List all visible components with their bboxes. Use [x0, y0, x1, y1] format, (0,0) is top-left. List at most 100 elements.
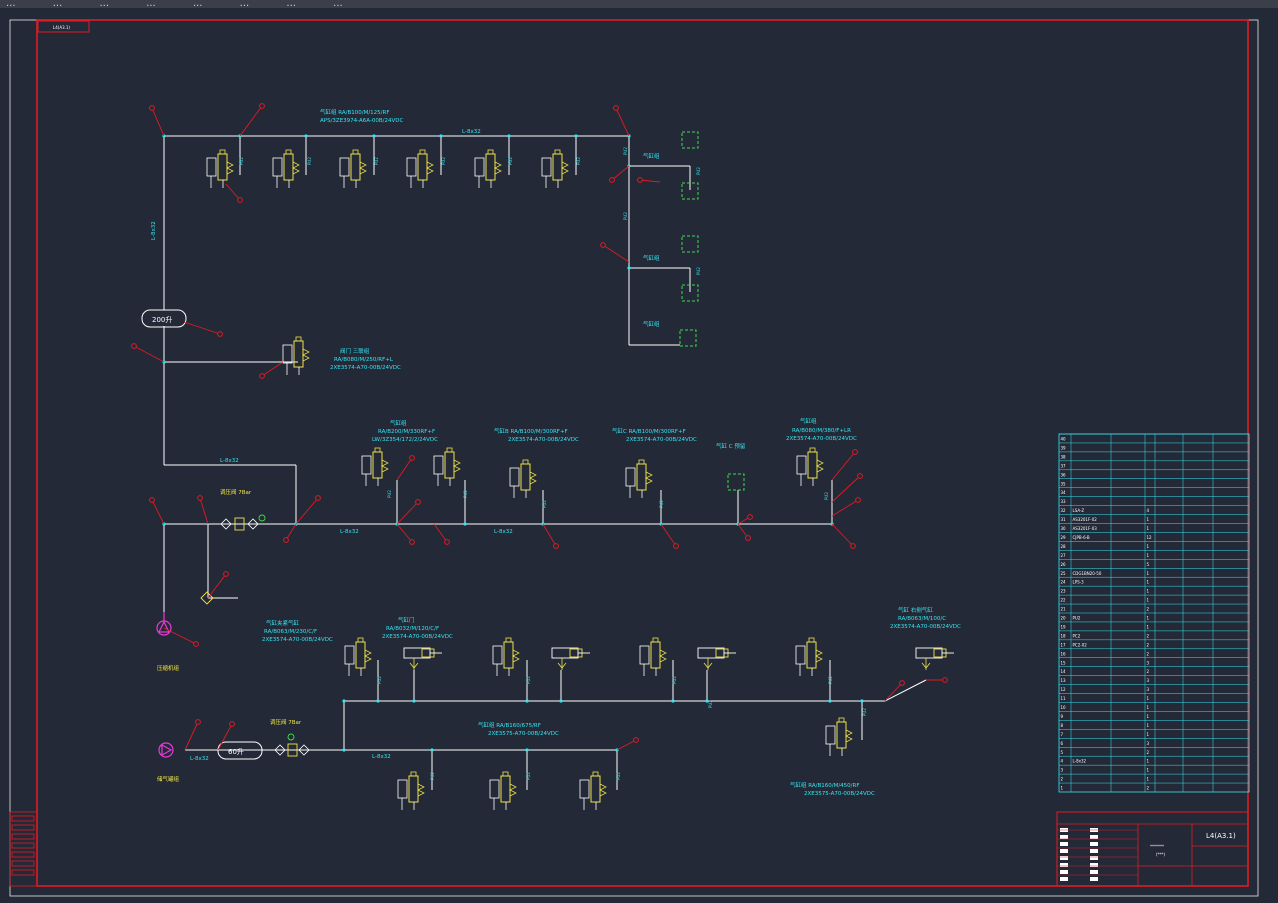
- callout-3[interactable]: [613, 105, 630, 137]
- drain-filter[interactable]: [200, 591, 214, 605]
- low-valve-2[interactable]: [492, 637, 520, 676]
- sensor-box-1[interactable]: [681, 131, 699, 149]
- menu-item-7[interactable]: ...: [286, 0, 296, 8]
- low-valve-3[interactable]: [639, 637, 667, 676]
- bom-cell: 37: [1061, 463, 1067, 468]
- top-valve-6[interactable]: [541, 149, 569, 188]
- menu-item-8[interactable]: ...: [333, 0, 343, 8]
- bottom-valve-4[interactable]: [825, 717, 853, 756]
- top-valve-3[interactable]: [339, 149, 367, 188]
- bom-cell: 1: [1147, 759, 1150, 764]
- callout-22[interactable]: [149, 497, 165, 525]
- bom-cell: 39: [1061, 445, 1067, 450]
- top-valve-1[interactable]: [206, 149, 234, 188]
- cylinder-4[interactable]: [915, 647, 954, 670]
- bottom-valve-2[interactable]: [489, 771, 517, 810]
- cylinder-3[interactable]: [697, 647, 736, 670]
- callout-13[interactable]: [433, 523, 450, 545]
- callout-26[interactable]: [207, 571, 229, 599]
- bom-cell: 6: [1061, 741, 1064, 746]
- callout-8[interactable]: [131, 343, 165, 363]
- bom-cell: 2: [1147, 607, 1150, 612]
- callout-23[interactable]: [197, 495, 209, 525]
- compressor-icon[interactable]: [156, 612, 172, 636]
- callout-9[interactable]: [259, 361, 284, 379]
- callout-1[interactable]: [149, 105, 165, 137]
- low-valve-1[interactable]: [344, 637, 372, 676]
- callout-28[interactable]: [184, 719, 201, 751]
- sensor-box-3[interactable]: [681, 235, 699, 253]
- callout-21[interactable]: [831, 523, 856, 549]
- tank-200l-label: 200升: [152, 315, 172, 324]
- callout-19[interactable]: [831, 473, 863, 503]
- bom-cell: 1: [1147, 526, 1150, 531]
- callout-17[interactable]: [737, 514, 753, 525]
- callout-30[interactable]: [884, 680, 905, 702]
- frl-unit-top[interactable]: [220, 514, 266, 531]
- sensor-box-4[interactable]: [681, 284, 699, 302]
- bom-cell: 7: [1061, 732, 1064, 737]
- frl-unit-low[interactable]: [274, 733, 310, 757]
- mid-valve-5[interactable]: [796, 447, 824, 486]
- callout-15[interactable]: [660, 523, 679, 549]
- callout-20[interactable]: [831, 497, 861, 517]
- mid-valve-2[interactable]: [433, 447, 461, 486]
- mid-pipe-label: L-8x32: [220, 458, 239, 464]
- receiver-pump-icon[interactable]: [158, 742, 174, 758]
- menu-item-6[interactable]: ...: [239, 0, 250, 8]
- callout-12[interactable]: [396, 523, 415, 545]
- callout-7[interactable]: [183, 321, 223, 337]
- top-valve-5[interactable]: [474, 149, 502, 188]
- menu-bar: ... ... ... ... ... ... ... ...: [0, 0, 1278, 8]
- menu-item-5[interactable]: ...: [192, 0, 203, 8]
- bottom-valve-1[interactable]: [397, 771, 425, 810]
- callout-31[interactable]: [926, 677, 948, 683]
- tank-60l[interactable]: 60升: [217, 741, 263, 760]
- callout-27[interactable]: [163, 627, 199, 647]
- low-valve-4[interactable]: [795, 637, 823, 676]
- callout-11[interactable]: [396, 499, 421, 525]
- mid-valve-1[interactable]: [361, 447, 389, 486]
- bom-cell: 4: [1061, 759, 1064, 764]
- callout-5[interactable]: [609, 165, 630, 183]
- bom-cell: 1: [1147, 768, 1150, 773]
- sensor-box-6[interactable]: [727, 473, 745, 491]
- tank-200l[interactable]: 200升: [141, 309, 187, 328]
- mid-spec-c2: 2XE3574-A70-00B/24VDC: [626, 437, 697, 443]
- cylinder-2[interactable]: [551, 647, 590, 670]
- callout-6[interactable]: [600, 242, 630, 263]
- menu-item-1[interactable]: ...: [6, 0, 16, 8]
- top-valve-2[interactable]: [272, 149, 300, 188]
- callout-33[interactable]: [637, 177, 661, 183]
- callout-18[interactable]: [831, 449, 858, 481]
- bom-cell: 17: [1061, 642, 1067, 647]
- menu-item-2[interactable]: ...: [52, 0, 63, 8]
- mid-valve-3[interactable]: [509, 459, 537, 498]
- callout-25[interactable]: [295, 495, 321, 525]
- callout-14[interactable]: [542, 523, 559, 549]
- mid-spec-e1: 气缸组: [800, 417, 817, 425]
- pump-top-label: 压缩机组: [157, 664, 180, 672]
- sensor-box-5[interactable]: [679, 329, 697, 347]
- cylinder-1[interactable]: [403, 647, 442, 670]
- callout-2[interactable]: [239, 103, 265, 137]
- callout-10[interactable]: [396, 455, 415, 481]
- menu-item-4[interactable]: ...: [146, 0, 156, 8]
- bom-cell: L-8x32: [1073, 759, 1087, 764]
- spec-left-3: 2XE3574-A70-00B/24VDC: [330, 365, 401, 371]
- sensor-box-2[interactable]: [681, 182, 699, 200]
- callout-16[interactable]: [737, 523, 751, 541]
- callout-24[interactable]: [283, 523, 297, 543]
- menu-item-3[interactable]: ...: [99, 0, 110, 8]
- callout-4[interactable]: [225, 183, 243, 203]
- callout-29[interactable]: [217, 721, 235, 751]
- bom-cell: 1: [1147, 580, 1150, 585]
- bottom-valve-3[interactable]: [579, 771, 607, 810]
- bom-cell: 5: [1147, 562, 1150, 567]
- mid-valve-4[interactable]: [625, 459, 653, 498]
- mid-left-valve[interactable]: [282, 336, 310, 375]
- callout-32[interactable]: [616, 737, 639, 751]
- top-valve-4[interactable]: [406, 149, 434, 188]
- mid-spec-e3: 2XE3574-A70-00B/24VDC: [786, 436, 857, 442]
